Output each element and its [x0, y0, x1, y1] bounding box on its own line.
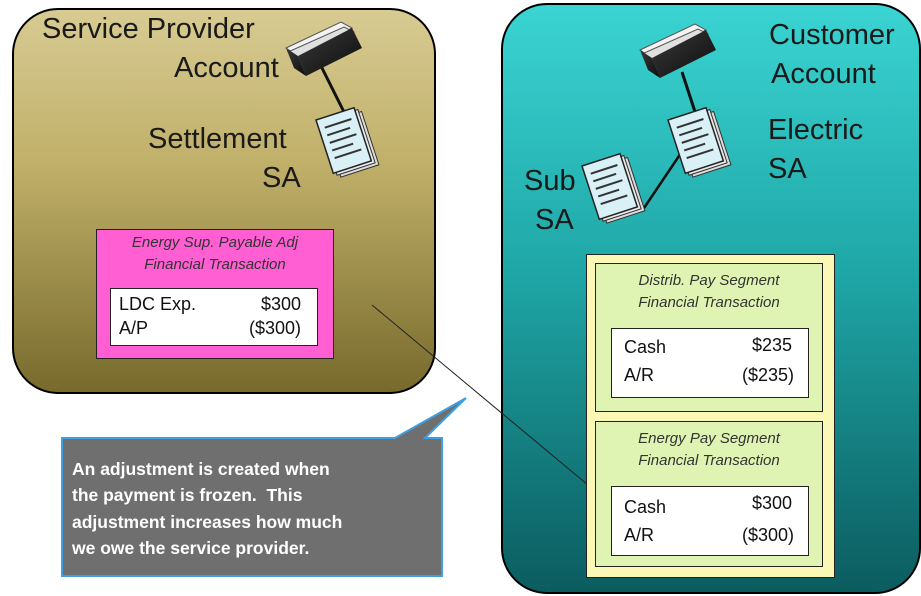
- customer-account-label-line2: Account: [771, 58, 876, 90]
- customer-account-label-line1: Customer: [769, 19, 895, 51]
- customer-account-electric-sa-link: [680, 71, 699, 119]
- sub-sa-label-line2: SA: [535, 204, 574, 236]
- energy-supplier-payable-adj-ft: Energy Sup. Payable Adj Financial Transa…: [96, 229, 334, 359]
- ft-row-label: A/P: [119, 318, 149, 338]
- electric-sa-label-line1: Electric: [768, 114, 864, 146]
- settlement-sa-label-line2: SA: [262, 162, 301, 194]
- ft-row-label: A/R: [624, 365, 655, 385]
- settlement-sa-document-icon: [315, 106, 380, 178]
- ft-title-line2: Financial Transaction: [144, 256, 286, 273]
- callout-line: An adjustment is created when: [72, 459, 330, 479]
- electric-sa-document-icon: [667, 106, 732, 178]
- sp-account-label-line1: Service Provider: [42, 13, 255, 45]
- ft-title-line1: Energy Pay Segment: [638, 430, 780, 447]
- ft-row-label: A/R: [624, 525, 655, 545]
- ft-entries: Cash $300 A/R ($300): [611, 486, 809, 556]
- sub-sa-document-icon: [581, 152, 646, 224]
- ft-title-line2: Financial Transaction: [638, 452, 780, 469]
- ft-row-label: LDC Exp.: [119, 294, 197, 314]
- ft-title-line1: Distrib. Pay Segment: [638, 272, 780, 289]
- ft-row-amount: ($300): [742, 525, 795, 545]
- sub-sa-ft-group: Distrib. Pay Segment Financial Transacti…: [586, 254, 835, 578]
- ft-connector-line: [371, 304, 613, 506]
- callout-line: adjustment increases how much: [72, 511, 343, 532]
- ft-row-label: Cash: [624, 337, 667, 357]
- callout-line: the payment is frozen. This: [72, 485, 303, 506]
- ft-row-amount: $300: [752, 493, 793, 513]
- ft-row-amount: ($300): [249, 318, 302, 338]
- ft-title-line2: Financial Transaction: [638, 294, 780, 311]
- ft-row-amount: $235: [752, 335, 793, 355]
- account-book-icon: [284, 21, 362, 76]
- ft-entries: LDC Exp. $300 A/P ($300): [110, 288, 318, 346]
- callout-box: [61, 397, 467, 577]
- callout-text: An adjustment is created when the paymen…: [72, 456, 452, 561]
- ft-row-amount: ($235): [742, 365, 795, 385]
- account-book-icon: [638, 23, 716, 78]
- energy-pay-segment-ft: Energy Pay Segment Financial Transaction…: [595, 421, 823, 567]
- callout-line: we owe the service provider.: [72, 537, 310, 558]
- sp-account-label-line2: Account: [174, 52, 279, 84]
- electric-sa-label-line2: SA: [768, 153, 807, 185]
- distrib-pay-segment-ft: Distrib. Pay Segment Financial Transacti…: [595, 263, 823, 412]
- ft-row-amount: $300: [261, 294, 302, 314]
- sub-sa-label-line1: Sub: [524, 165, 576, 197]
- ft-title-line1: Energy Sup. Payable Adj: [131, 234, 299, 251]
- electric-sa-sub-sa-link: [642, 149, 685, 209]
- ft-entries: Cash $235 A/R ($235): [611, 328, 809, 398]
- settlement-sa-label-line1: Settlement: [148, 123, 287, 155]
- ft-row-label: Cash: [624, 497, 667, 517]
